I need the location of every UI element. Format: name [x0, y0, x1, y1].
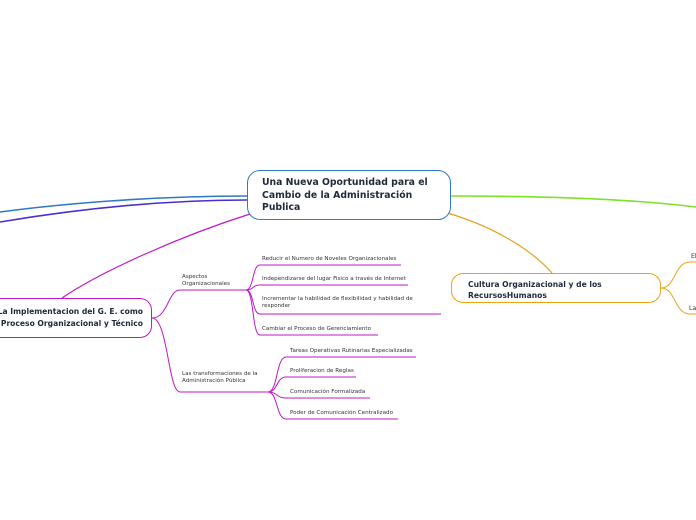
clipped-child-label-bottom[interactable]: La	[689, 305, 696, 312]
main-topic-text: La Implementacion del G. E. como Proceso…	[0, 307, 143, 328]
item-connector	[245, 264, 261, 291]
branch-connector-green	[450, 195, 696, 208]
subtopic-item[interactable]: Cambiar el Proceso de Gerenciamiento	[262, 326, 372, 332]
branch-connector-right	[443, 211, 553, 274]
branch-connector-left	[61, 212, 254, 299]
clipped-child-label-top[interactable]: El	[691, 253, 696, 260]
main-topic-cultura[interactable]: Cultura Organizacional y de los Recursos…	[451, 273, 661, 303]
branch-connector-indigo	[0, 199, 248, 223]
group-connector-aspectos	[151, 289, 181, 319]
item-connector	[267, 376, 287, 393]
group-label-aspectos[interactable]: Aspectos Organizacionales	[182, 274, 230, 288]
subtopic-item[interactable]: Comunicación Formalizada	[290, 389, 366, 395]
subtopic-item[interactable]: Tareas Operativas Rutinarias Especializa…	[290, 348, 413, 354]
child-connector-bottom	[660, 287, 691, 315]
child-connector-top	[660, 261, 691, 289]
item-connector	[267, 391, 287, 420]
subtopic-item[interactable]: Independizarse del lugar Fisico a través…	[262, 276, 406, 282]
group-label-transformaciones[interactable]: Las transformaciones de la Administració…	[182, 371, 258, 385]
item-connector	[245, 284, 261, 291]
subtopic-item[interactable]: Incrementar la habilidad de flexibilidad…	[262, 296, 413, 310]
group-connector-transformaciones	[151, 317, 181, 393]
main-topic-implementacion[interactable]: La Implementacion del G. E. como Proceso…	[0, 298, 152, 338]
subtopic-item[interactable]: Reducir el Numero de Noveles Organizacio…	[262, 256, 397, 262]
central-topic-text: Una Nueva Oportunidad para el Cambio de …	[262, 177, 428, 213]
item-connector	[267, 356, 287, 393]
main-topic-text: Cultura Organizacional y de los Recursos…	[468, 280, 602, 300]
subtopic-item[interactable]: Poder de Comunicación Centralizado	[290, 410, 393, 416]
central-topic-node[interactable]: Una Nueva Oportunidad para el Cambio de …	[247, 170, 451, 220]
subtopic-item[interactable]: Proliferacion de Reglas	[290, 368, 354, 374]
item-connector	[245, 289, 261, 336]
branch-connector-blue	[0, 195, 248, 213]
